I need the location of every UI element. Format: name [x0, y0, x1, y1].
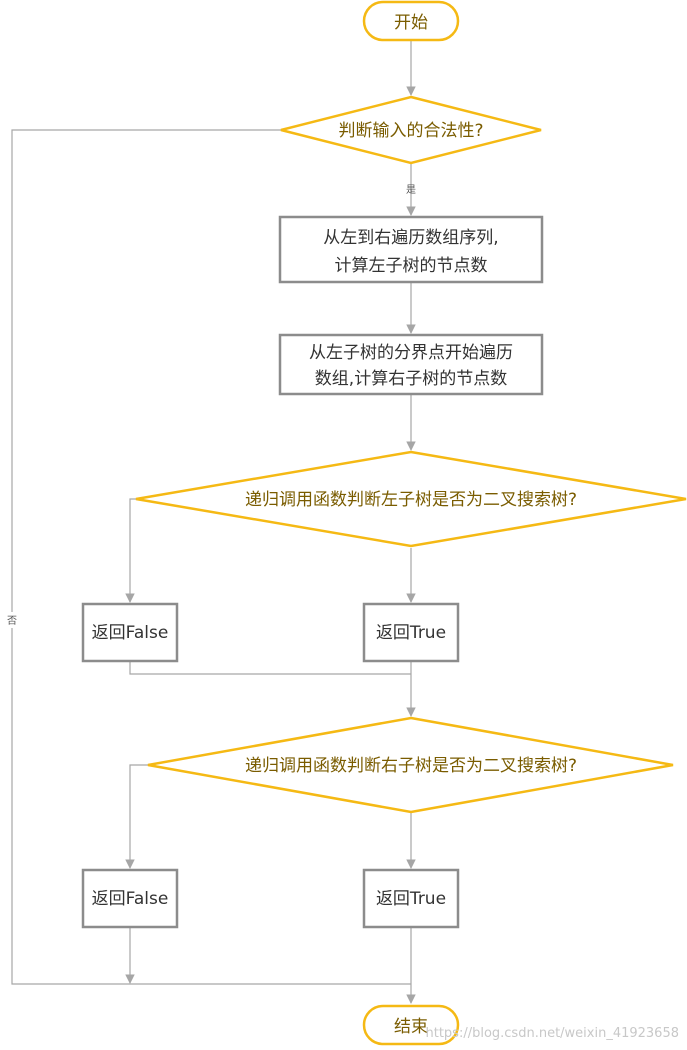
start-label: 开始 — [394, 13, 428, 33]
left-false-box — [81, 602, 179, 663]
edge-checkright-to-false — [125, 764, 148, 869]
start-terminal — [362, 0, 460, 42]
right-check-label: 递归调用函数判断右子树是否为二叉搜索树? — [245, 756, 577, 776]
right-true-label: 返回True — [376, 889, 446, 909]
step2-line2: 数组,计算右子树的节点数 — [315, 369, 507, 389]
right-true-box — [362, 868, 460, 929]
input-check-decision — [280, 95, 542, 165]
step2-process — [278, 333, 544, 396]
edge-checkleft-to-false — [125, 498, 136, 603]
step1-process — [278, 215, 544, 284]
left-false-label: 返回False — [92, 623, 169, 643]
left-check-label: 递归调用函数判断左子树是否为二叉搜索树? — [245, 490, 577, 510]
edge-leftfalse-merge — [129, 661, 411, 675]
edge-check-no-branch — [11, 129, 411, 985]
left-true-label: 返回True — [376, 623, 446, 643]
yes-label: 是 — [406, 184, 416, 196]
step1-line1: 从左到右遍历数组序列, — [323, 228, 498, 248]
left-check-decision — [135, 450, 687, 548]
connectors — [11, 40, 416, 1004]
end-terminal — [362, 1004, 460, 1046]
no-label: 否 — [7, 615, 17, 627]
right-check-decision — [147, 716, 674, 814]
end-label: 结束 — [394, 1017, 428, 1037]
right-false-label: 返回False — [92, 889, 169, 909]
left-true-box — [362, 602, 460, 663]
input-check-label: 判断输入的合法性? — [338, 121, 483, 141]
right-false-box — [81, 868, 179, 929]
step1-line2: 计算左子树的节点数 — [335, 256, 488, 276]
watermark: https://blog.csdn.net/weixin_41923658 — [425, 1026, 679, 1041]
step2-line1: 从左子树的分界点开始遍历 — [309, 343, 513, 363]
